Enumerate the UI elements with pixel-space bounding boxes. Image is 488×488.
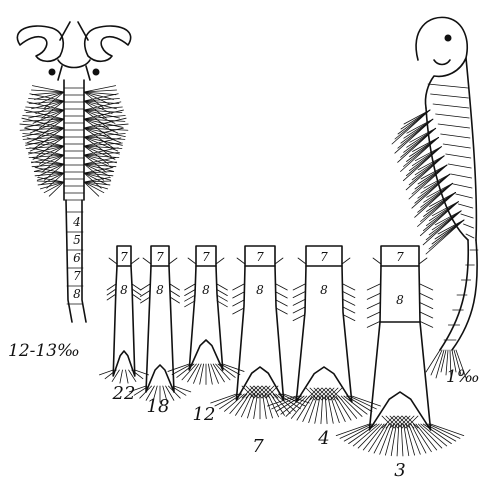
- abdomen-variant: 7 8 4: [267, 246, 380, 449]
- salinity-value-label: 7: [252, 436, 264, 457]
- left-animal-segment-7: 7: [73, 269, 81, 283]
- salinity-value-label: 12: [193, 404, 216, 425]
- abdomen-variant: 7 8 3: [336, 246, 464, 481]
- segment-8-outline: [189, 266, 223, 370]
- segment-8-label: 8: [156, 283, 164, 297]
- segment-7-label: 7: [396, 250, 404, 264]
- segment-8-label: 8: [202, 283, 210, 297]
- segment-8-label: 8: [256, 283, 264, 297]
- salinity-label-left: 12-13‰: [8, 341, 80, 361]
- salinity-value-label: 18: [147, 396, 170, 417]
- left-animal-segment-6: 6: [73, 251, 81, 265]
- segment-7-label: 7: [156, 250, 164, 264]
- abdomen-variant-series: 7 8 22 7 8 18 7 8 12 7 8 7 7 8 4 7 8 3: [99, 246, 463, 481]
- left-animal-segment-4: 4: [72, 215, 81, 229]
- abdomen-variant: 7 8 7: [211, 246, 310, 457]
- left-animal-segment-5: 5: [73, 233, 81, 247]
- abdomen-variant: 7 8 18: [129, 246, 191, 417]
- abdomen-variant: 7 8 22: [99, 246, 148, 404]
- right-animal-drawing: [392, 17, 478, 378]
- segment-7-label: 7: [120, 250, 128, 264]
- segment-7-label: 7: [320, 250, 328, 264]
- left-animal-drawing: 4 5 6 7 8: [17, 22, 130, 322]
- abdomen-variant: 7 8 12: [168, 246, 244, 425]
- segment-8-label: 8: [120, 283, 128, 297]
- left-animal-segment-8: 8: [73, 287, 81, 301]
- segment-7-label: 7: [256, 250, 264, 264]
- segment-8-label: 8: [320, 283, 328, 297]
- segment-8-label: 8: [396, 293, 404, 307]
- salinity-value-label: 4: [317, 428, 329, 449]
- salinity-value-label: 22: [112, 383, 136, 404]
- segment-7-label: 7: [202, 250, 210, 264]
- salinity-label-right: 1‰: [446, 367, 480, 387]
- salinity-value-label: 3: [394, 460, 405, 481]
